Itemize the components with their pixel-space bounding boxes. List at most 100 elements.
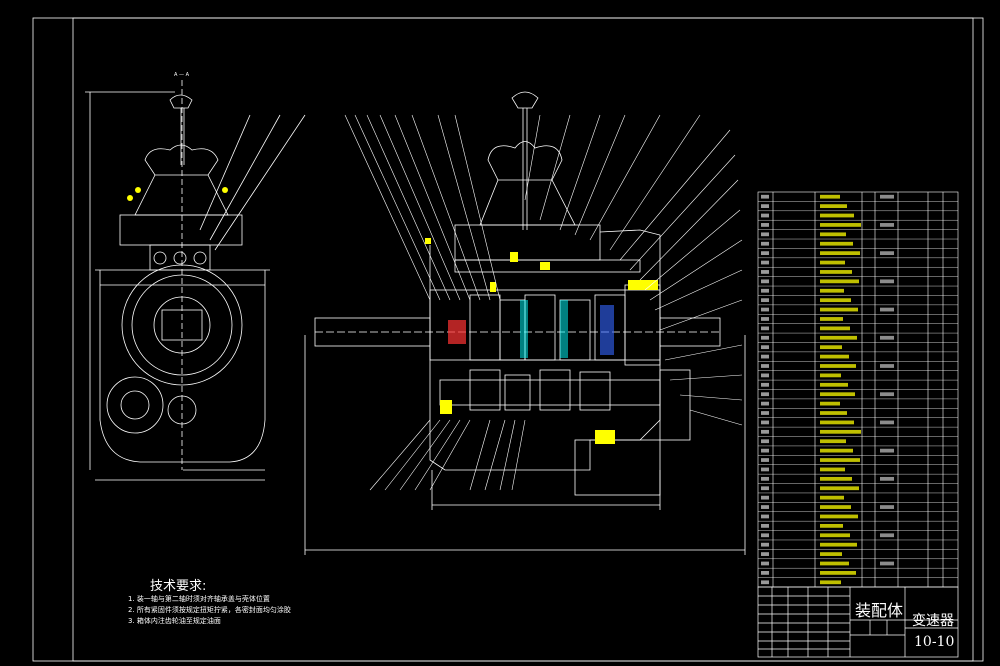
title-block: [757, 586, 959, 658]
parts-list-index-mark: [761, 241, 769, 246]
parts-list-name-mark: [820, 298, 851, 303]
parts-list-name-mark: [820, 486, 859, 491]
part-name: 变速器: [912, 613, 954, 629]
parts-list-name-mark: [820, 439, 846, 444]
parts-list-index-mark: [761, 251, 769, 256]
parts-list-index-mark: [761, 571, 769, 575]
parts-list-name-mark: [820, 420, 854, 425]
parts-list-index-mark: [761, 298, 769, 303]
parts-list-name-mark: [820, 392, 855, 397]
parts-list-index-mark: [761, 495, 769, 500]
parts-list-material-mark: [880, 335, 894, 340]
parts-list-name-mark: [820, 364, 856, 368]
parts-list-name-mark: [820, 552, 842, 556]
parts-list-rows: [758, 201, 958, 578]
parts-list-name-mark: [820, 232, 846, 237]
parts-list-index-mark: [761, 279, 769, 284]
parts-list-name-mark: [820, 429, 861, 434]
parts-list-index-mark: [761, 523, 769, 528]
tech-note-2: 2. 所有紧固件须按规定扭矩拧紧，各密封面均匀涂胶: [128, 606, 291, 614]
parts-list-index-mark: [761, 561, 769, 566]
parts-list-name-mark: [820, 514, 858, 519]
parts-list-material-mark: [880, 392, 894, 397]
parts-list-index-mark: [761, 439, 769, 444]
parts-list-name-mark: [820, 326, 850, 331]
parts-list-material-mark: [880, 448, 894, 453]
parts-list-index-mark: [761, 448, 769, 453]
parts-list-index-mark: [761, 288, 769, 293]
parts-list-material-mark: [880, 223, 894, 227]
parts-list-name-mark: [820, 204, 847, 208]
parts-list-name-mark: [820, 194, 840, 199]
parts-list-index-mark: [761, 345, 769, 350]
parts-list-name-mark: [820, 345, 842, 350]
parts-list-name-mark: [820, 260, 845, 265]
parts-list-index-mark: [761, 354, 769, 359]
parts-list-name-mark: [820, 223, 861, 227]
parts-list-name-mark: [820, 448, 853, 453]
parts-list-name-mark: [820, 382, 848, 387]
tech-requirements-title: 技术要求:: [150, 579, 207, 594]
tech-note-3: 3. 箱体内注齿轮油至规定油面: [128, 617, 221, 625]
parts-list-name-mark: [820, 571, 856, 575]
parts-list-index-mark: [761, 429, 769, 434]
drawing-code: 10-10: [914, 634, 955, 650]
leader-lines: [344, 114, 743, 491]
parts-list-name-mark: [820, 288, 844, 293]
parts-list-index-mark: [761, 514, 769, 519]
parts-list-material-mark: [880, 279, 894, 284]
parts-list-name-mark: [820, 279, 859, 284]
parts-list-index-mark: [761, 373, 769, 378]
parts-list-material-mark: [880, 476, 894, 481]
section-color-accents: [425, 238, 658, 444]
parts-list-material-mark: [880, 251, 894, 256]
parts-list-index-mark: [761, 382, 769, 387]
parts-list-name-mark: [820, 458, 860, 462]
parts-list-marks: [761, 194, 894, 585]
parts-list-index-mark: [761, 260, 769, 265]
parts-list-index-mark: [761, 317, 769, 321]
parts-list-index-mark: [761, 326, 769, 331]
parts-list-index-mark: [761, 213, 769, 218]
main-section-view: [304, 91, 746, 555]
parts-list-name-mark: [820, 467, 845, 472]
parts-list-index-mark: [761, 542, 769, 547]
parts-list-index-mark: [761, 392, 769, 397]
parts-list-name-mark: [820, 476, 852, 481]
parts-list-name-mark: [820, 251, 860, 256]
parts-list-index-mark: [761, 232, 769, 237]
parts-list-material-mark: [880, 420, 894, 425]
parts-list-name-mark: [820, 580, 841, 585]
parts-list-material-mark: [880, 364, 894, 368]
parts-list-index-mark: [761, 401, 769, 406]
parts-list-name-mark: [820, 561, 849, 566]
parts-list-name-mark: [820, 542, 857, 547]
frame-border: [72, 17, 974, 662]
parts-list-name-mark: [820, 241, 853, 246]
parts-list-material-mark: [880, 533, 894, 538]
parts-list-name-mark: [820, 213, 854, 218]
parts-list-index-mark: [761, 364, 769, 368]
parts-list-index-mark: [761, 194, 769, 199]
parts-list-index-mark: [761, 580, 769, 585]
parts-list-index-mark: [761, 270, 769, 274]
parts-list-name-mark: [820, 354, 849, 359]
parts-list-index-mark: [761, 420, 769, 425]
parts-list-material-mark: [880, 194, 894, 199]
parts-list-index-mark: [761, 458, 769, 462]
end-view: [85, 80, 306, 481]
parts-list-name-mark: [820, 411, 847, 415]
parts-list-index-mark: [761, 223, 769, 227]
parts-list-index-mark: [761, 476, 769, 481]
section-mark: A — A: [174, 72, 190, 78]
parts-list-index-mark: [761, 335, 769, 340]
parts-list-name-mark: [820, 401, 840, 406]
parts-list-name-mark: [820, 335, 857, 340]
parts-list-material-mark: [880, 561, 894, 566]
parts-list-index-mark: [761, 467, 769, 472]
parts-list-name-mark: [820, 270, 852, 274]
tech-note-1: 1. 装一轴与第二轴时须对齐轴承盖与壳体位置: [128, 595, 270, 603]
parts-list-index-mark: [761, 204, 769, 208]
